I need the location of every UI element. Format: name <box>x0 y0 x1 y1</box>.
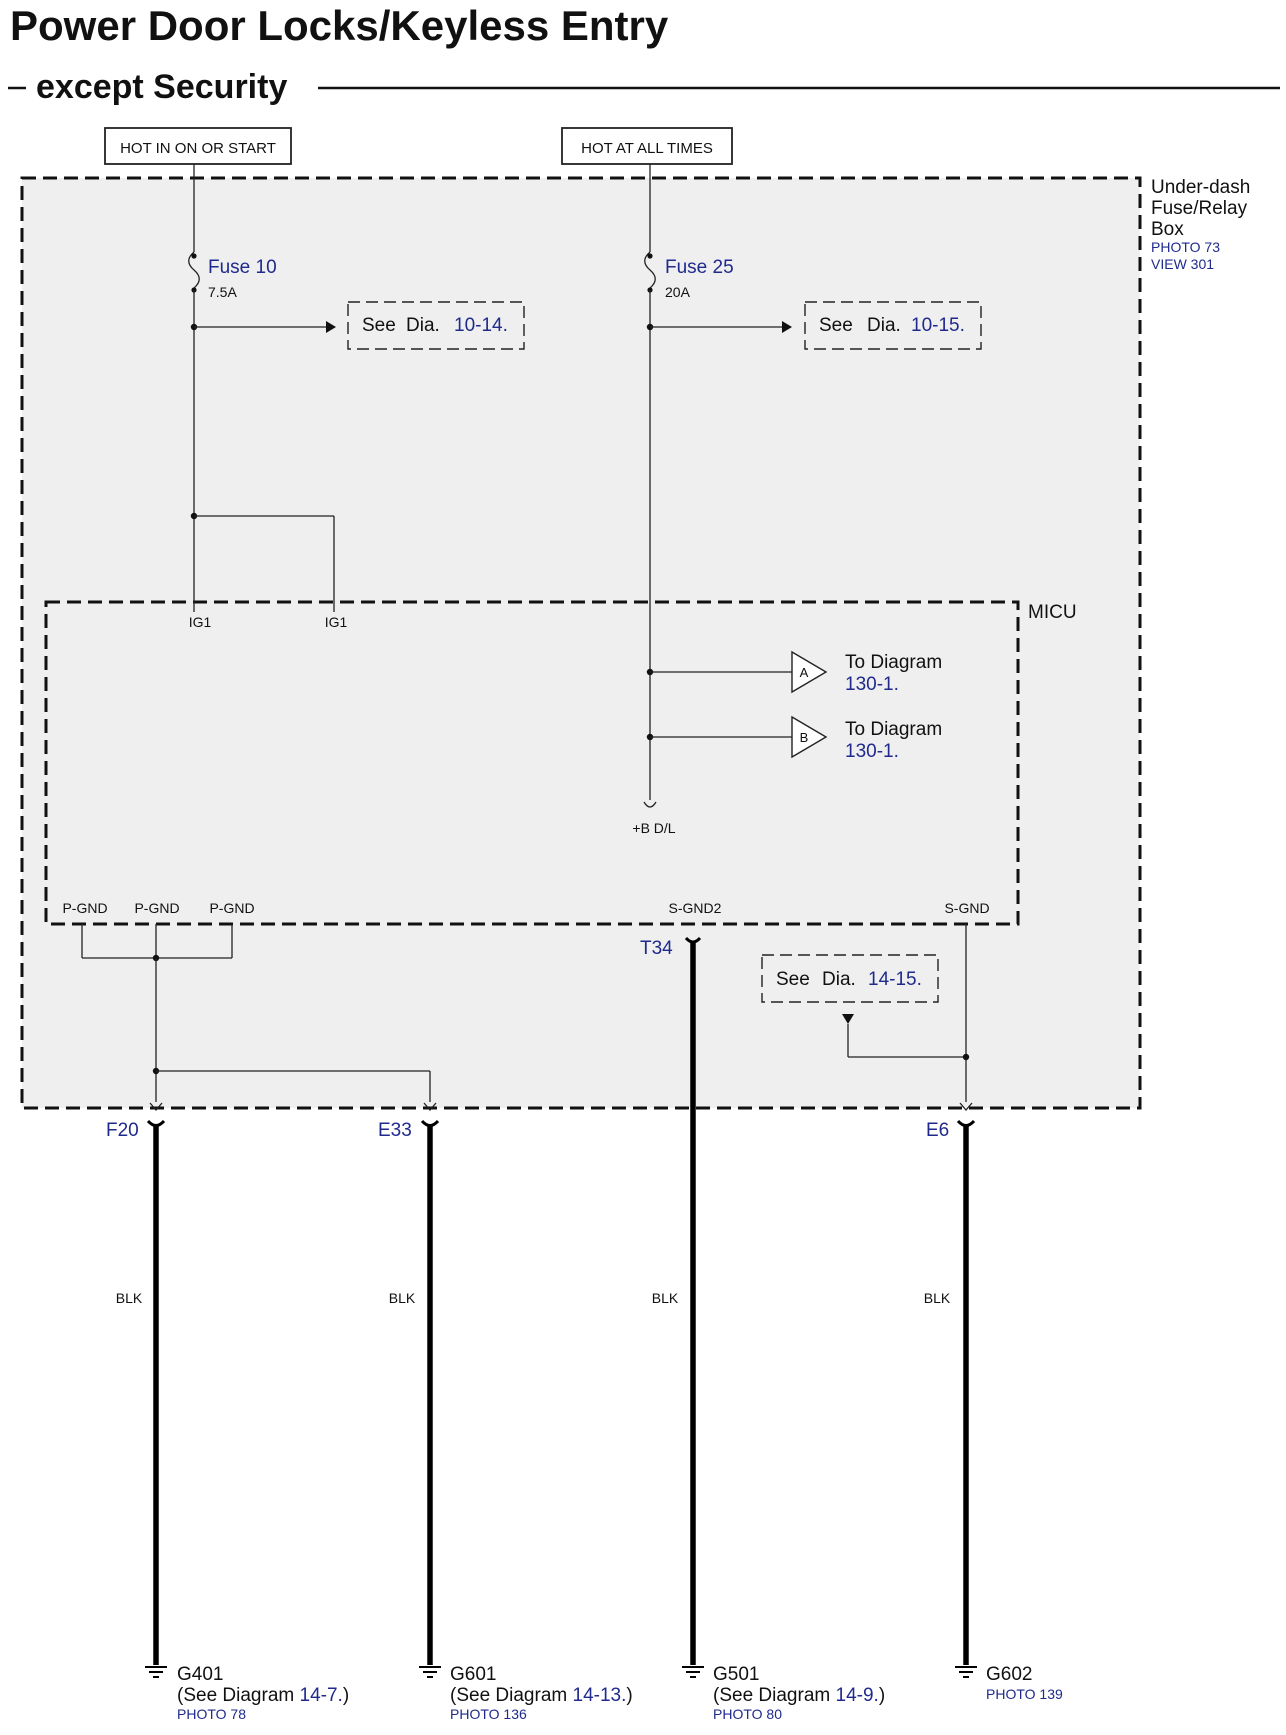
see-dia-14-15-box <box>761 954 939 1003</box>
micu-pgnd-3: P-GND <box>209 900 254 916</box>
hot-in-on-label-box <box>104 127 292 165</box>
connector-a-line2: 130-1. <box>845 674 899 695</box>
micu-ig1-a: IG1 <box>189 614 212 630</box>
see-dia-10-14-see: See <box>362 315 396 336</box>
connector-b-letter: B <box>800 730 809 745</box>
arrow-to-see-10-15 <box>782 321 792 333</box>
ground-g501-id: G501 <box>713 1664 759 1685</box>
under-dash-fuse-box <box>20 176 1142 1110</box>
fuse-box-view: VIEW 301 <box>1151 256 1214 272</box>
connector-a-line1: To Diagram <box>845 652 942 673</box>
hot-at-all-times-label-box <box>561 127 733 165</box>
micu-label: MICU <box>1028 602 1077 623</box>
ground-symbol-g501 <box>682 1666 704 1678</box>
arrow-to-see-10-14 <box>326 321 336 333</box>
see-dia-10-14-box <box>347 301 525 350</box>
fuse-box-name-3: Box <box>1151 219 1184 240</box>
e6-connector-symbol <box>956 1119 976 1127</box>
micu-bdl: +B D/L <box>632 820 675 836</box>
see-dia-14-15-num: 14-15. <box>868 969 922 990</box>
micu-ig1-b: IG1 <box>325 614 348 630</box>
ground-symbol-g602 <box>955 1666 977 1678</box>
fuse-10-rating: 7.5A <box>208 284 237 300</box>
connector-a-letter: A <box>800 665 809 680</box>
fuse-box-photo: PHOTO 73 <box>1151 239 1220 255</box>
hot-in-on-label: HOT IN ON OR START <box>120 140 276 157</box>
fuse-10-symbol <box>188 251 200 289</box>
micu-pgnd-2: P-GND <box>134 900 179 916</box>
e33-connector-symbol <box>420 1119 440 1127</box>
ground-g501-see: (See Diagram 14-9.) <box>713 1685 885 1706</box>
connector-b-line1: To Diagram <box>845 719 942 740</box>
terminal-e33: E33 <box>378 1120 412 1141</box>
t34-connector-symbol <box>684 936 702 944</box>
ground-g602-id: G602 <box>986 1664 1032 1685</box>
fuse-25-symbol <box>644 251 656 289</box>
see-dia-14-15-see: See <box>776 969 810 990</box>
arrow-to-see-14-15 <box>842 1014 854 1024</box>
wire-color-4: BLK <box>924 1290 951 1306</box>
connector-b-line2: 130-1. <box>845 741 899 762</box>
connector-a-symbol <box>791 650 828 694</box>
ground-symbol-g401 <box>145 1666 167 1678</box>
connector-b-symbol <box>791 715 828 759</box>
ground-g601-see: (See Diagram 14-13.) <box>450 1685 633 1706</box>
fuse-box-name-2: Fuse/Relay <box>1151 198 1248 219</box>
ground-g501-photo: PHOTO 80 <box>713 1706 782 1722</box>
f20-connector-symbol <box>146 1119 166 1127</box>
wire-color-3: BLK <box>652 1290 679 1306</box>
bdl-terminal-symbol <box>643 801 657 808</box>
micu-pgnd-1: P-GND <box>62 900 107 916</box>
micu-sgnd: S-GND <box>944 900 989 916</box>
terminal-e6: E6 <box>926 1120 949 1141</box>
fuse-box-name-1: Under-dash <box>1151 177 1250 198</box>
ground-g601-photo: PHOTO 136 <box>450 1706 527 1722</box>
ground-g401-id: G401 <box>177 1664 223 1685</box>
micu-sgnd2: S-GND2 <box>669 900 722 916</box>
hot-at-all-times-label: HOT AT ALL TIMES <box>581 140 713 157</box>
ground-g601-id: G601 <box>450 1664 496 1685</box>
see-dia-10-14-dia: Dia. <box>406 315 440 336</box>
page-subtitle: except Security <box>36 68 287 106</box>
wire-color-1: BLK <box>116 1290 143 1306</box>
ground-g602-photo: PHOTO 139 <box>986 1686 1063 1702</box>
page-title: Power Door Locks/Keyless Entry <box>10 2 669 49</box>
see-dia-10-15-num: 10-15. <box>911 315 965 336</box>
see-dia-10-15-box <box>804 301 982 350</box>
fuse-25-name: Fuse 25 <box>665 257 734 278</box>
ground-g401-see: (See Diagram 14-7.) <box>177 1685 349 1706</box>
terminal-f20: F20 <box>106 1120 139 1141</box>
see-dia-14-15-dia: Dia. <box>822 969 856 990</box>
terminal-t34: T34 <box>640 938 673 959</box>
wire-color-2: BLK <box>389 1290 416 1306</box>
see-dia-10-14-num: 10-14. <box>454 315 508 336</box>
micu-box <box>44 600 1020 926</box>
see-dia-10-15-dia: Dia. <box>867 315 901 336</box>
fuse-25-rating: 20A <box>665 284 691 300</box>
ground-g401-photo: PHOTO 78 <box>177 1706 246 1722</box>
ground-symbol-g601 <box>419 1666 441 1678</box>
see-dia-10-15-see: See <box>819 315 853 336</box>
fuse-10-name: Fuse 10 <box>208 257 277 278</box>
